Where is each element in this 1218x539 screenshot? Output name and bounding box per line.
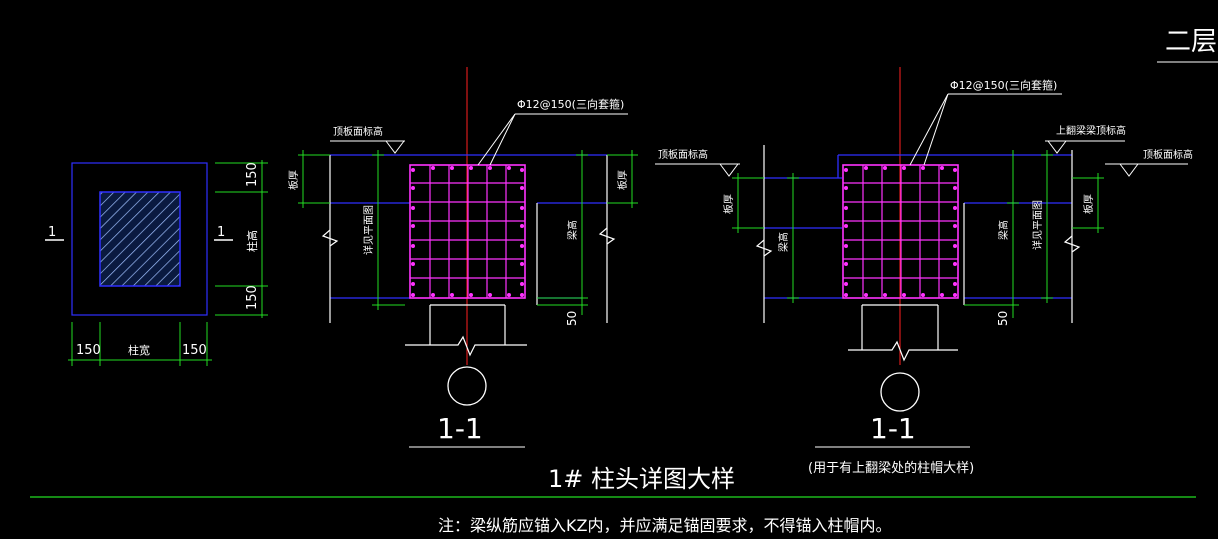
section-mark-left: 1	[48, 225, 56, 240]
level-label-b-left: 顶板面标高	[658, 148, 708, 161]
slab-thickness-right-a: 板厚	[616, 170, 629, 190]
section-name-a: 1-1	[437, 412, 483, 445]
plan-dim-mid: 柱高	[245, 230, 259, 252]
plan-dim-right: 150	[182, 343, 207, 358]
section-circle-a	[447, 366, 487, 406]
level-label-b-right: 顶板面标高	[1143, 148, 1193, 161]
beam-height-mid-b: 梁高	[997, 220, 1010, 240]
rebar-label-a: Φ12@150(三向套箍)	[517, 97, 624, 111]
section-b-detail: Φ12@150(三向套箍) 顶板面标高 上翻梁梁顶标高 顶板面标高	[655, 67, 1193, 476]
slab-thickness-right-b: 板厚	[1082, 194, 1095, 214]
column-plan-view: 1 1 150 柱高 150 150 柱宽 150	[45, 160, 268, 366]
height-note-right-b: 详见平面图	[1031, 200, 1044, 250]
plan-dim-top: 150	[245, 162, 260, 187]
dim-50-a: 50	[565, 311, 579, 326]
section-b-caption: (用于有上翻梁处的柱帽大样)	[808, 460, 974, 476]
level-label-b-upper: 上翻梁梁顶标高	[1056, 124, 1126, 137]
section-name-b: 1-1	[870, 412, 916, 445]
height-note-left-a: 详见平面图	[362, 205, 375, 255]
plan-dim-center: 柱宽	[128, 343, 150, 357]
column-cap-outline	[71, 162, 208, 316]
column-section-hatch	[99, 191, 181, 287]
slab-thickness-left-b: 板厚	[722, 194, 735, 214]
plan-dim-left: 150	[76, 343, 101, 358]
plan-dim-bottom: 150	[245, 285, 260, 310]
beam-height-right-a: 梁高	[566, 220, 579, 240]
beam-height-left-b: 梁高	[777, 232, 790, 252]
dim-50-b: 50	[996, 311, 1010, 326]
rebar-label-b: Φ12@150(三向套箍)	[950, 78, 1057, 92]
slab-thickness-left-a: 板厚	[287, 170, 300, 190]
sheet-title: 二层梁	[1165, 27, 1218, 57]
section-circle-b	[880, 372, 920, 412]
section-a-detail: Φ12@150(三向套箍) 顶板面标高 板厚 详见平面图 板厚 梁高 50	[287, 67, 638, 448]
section-mark-right: 1	[217, 225, 225, 240]
design-note: 注：梁纵筋应锚入KZ内，并应满足锚固要求，不得锚入柱帽内。	[438, 516, 891, 535]
main-title: 1# 柱头详图大样	[548, 465, 735, 493]
level-label-a: 顶板面标高	[333, 125, 383, 138]
